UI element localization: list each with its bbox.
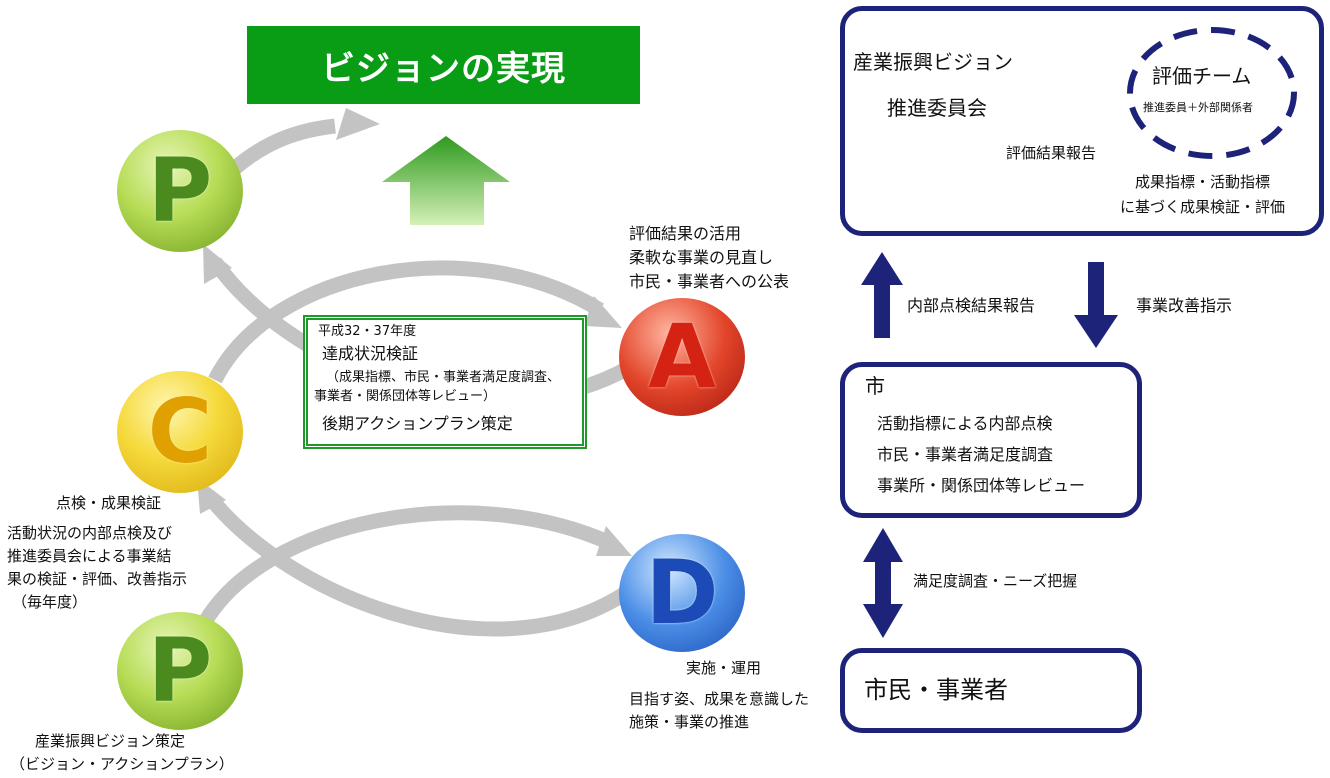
p-bottom-circle: P: [117, 612, 243, 730]
committee-name-2: 推進委員会: [887, 96, 987, 120]
arrowhead-a: [584, 296, 622, 328]
d-heading: 実施・運用: [686, 659, 762, 677]
both-arrow-label: 満足度調査・ニーズ把握: [913, 572, 1078, 590]
c-circle: C: [117, 371, 243, 493]
p-top-circle: P: [117, 130, 243, 252]
arrow-up-report: [861, 252, 903, 338]
p-bottom-line-1: 産業振興ビジョン策定: [35, 732, 186, 750]
c-line-1: 活動状況の内部点検及び: [7, 524, 173, 542]
arc-p-to-vision: [230, 118, 336, 174]
a-line-1: 評価結果の活用: [629, 224, 742, 243]
city-box: [840, 362, 1142, 518]
arc-c-to-a: [208, 260, 604, 384]
review-year: 平成32・37年度: [318, 324, 417, 339]
team-name: 評価チーム: [1152, 64, 1252, 88]
review-title: 達成状況検証: [322, 344, 419, 363]
p-bottom-letter: P: [147, 619, 213, 722]
d-line-1: 目指す姿、成果を意識した: [629, 690, 810, 708]
a-circle: A: [619, 298, 745, 416]
d-circle: D: [619, 534, 745, 652]
team-members: 推進委員＋外部関係者: [1143, 101, 1253, 114]
a-letter: A: [647, 305, 717, 408]
evaluation-team-oval: [1127, 27, 1297, 159]
d-line-2: 施策・事業の推進: [629, 713, 750, 731]
c-line-3: 果の検証・評価、改善指示: [7, 570, 188, 588]
basis-line-2: に基づく成果検証・評価: [1120, 198, 1286, 216]
arrowhead-p-top: [203, 244, 232, 284]
city-item-3: 事業所・関係団体等レビュー: [877, 476, 1086, 495]
c-line-4: （毎年度）: [12, 593, 88, 611]
arrow-both-survey: [863, 528, 903, 638]
review-box: 平成32・37年度 達成状況検証 （成果指標、市民・事業者満足度調査、 事業者・…: [303, 315, 587, 449]
down-arrow-label: 事業改善指示: [1136, 296, 1233, 315]
arrowhead-d: [596, 526, 632, 556]
arc-p-to-d: [198, 505, 614, 626]
p-top-letter: P: [147, 139, 213, 242]
vision-title: ビジョンの実現: [247, 26, 640, 104]
up-arrow-label: 内部点検結果報告: [907, 296, 1036, 315]
arrow-down-instruction: [1074, 262, 1118, 348]
committee-box: [840, 6, 1324, 236]
committee-name-1: 産業振興ビジョン: [853, 50, 1013, 74]
a-line-2: 柔軟な事業の見直し: [629, 248, 774, 267]
citizen-box: [840, 648, 1142, 733]
city-item-1: 活動指標による内部点検: [877, 414, 1053, 433]
city-item-2: 市民・事業者満足度調査: [877, 445, 1054, 464]
up-arrow-to-vision: [382, 136, 510, 225]
report-label: 評価結果報告: [1006, 144, 1097, 162]
d-letter: D: [645, 541, 719, 644]
city-title: 市: [865, 374, 885, 398]
c-heading: 点検・成果検証: [56, 494, 162, 512]
c-letter: C: [147, 380, 213, 483]
arrowhead-vision: [336, 108, 380, 140]
review-plan: 後期アクションプラン策定: [322, 414, 513, 433]
basis-line-1: 成果指標・活動指標: [1135, 173, 1271, 191]
a-line-3: 市民・事業者への公表: [629, 272, 790, 291]
arc-d-to-c: [202, 490, 635, 637]
citizen-label: 市民・事業者: [864, 676, 1008, 704]
p-bottom-line-2: （ビジョン・アクションプラン）: [10, 755, 234, 773]
review-detail-2: 事業者・関係団体等レビュー）: [314, 389, 497, 404]
c-line-2: 推進委員会による事業結: [7, 547, 172, 565]
review-detail-1: （成果指標、市民・事業者満足度調査、: [326, 370, 561, 385]
